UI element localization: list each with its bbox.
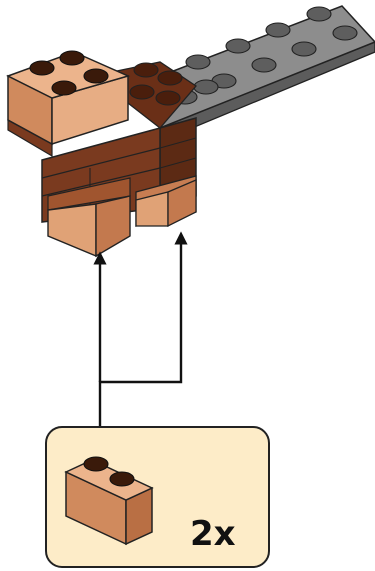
head-brick xyxy=(6,50,131,158)
tail-plate xyxy=(149,5,375,139)
quantity-label: 2x xyxy=(190,514,236,554)
placement-arrows xyxy=(93,231,188,428)
part-brick-1x2-icon xyxy=(64,456,154,546)
parts-callout: 2x xyxy=(45,426,270,568)
leg-back xyxy=(135,175,197,228)
leg-front xyxy=(47,177,131,258)
